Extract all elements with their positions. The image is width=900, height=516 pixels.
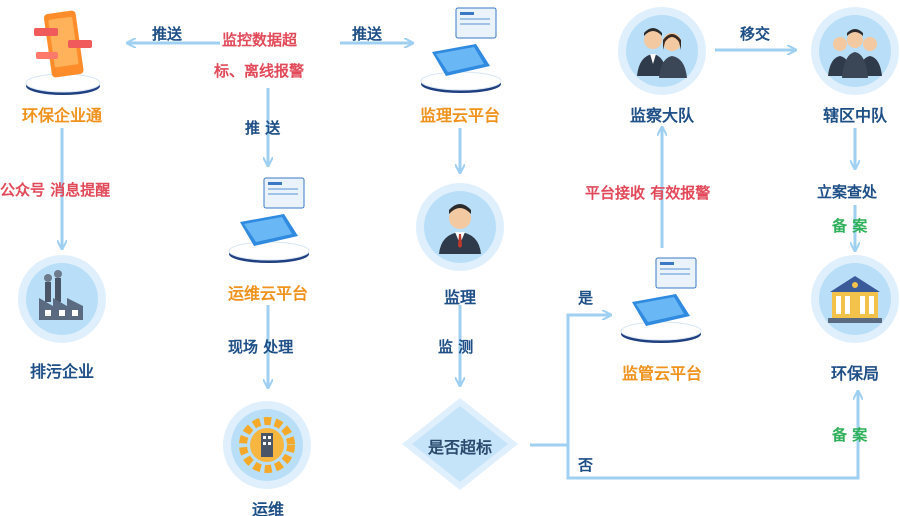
team-group-icon — [810, 6, 900, 96]
gear-building-icon — [222, 400, 312, 490]
label-push-down: 推 送 — [245, 119, 281, 137]
label-transfer: 移交 — [740, 25, 771, 43]
node-hbqyt: 环保企业通 — [21, 106, 103, 125]
label-no: 否 — [578, 456, 594, 474]
label-gzh-notice: 公众号 消息提醒 — [0, 181, 111, 199]
factory-icon — [17, 254, 107, 344]
decision-diamond — [400, 396, 520, 492]
label-onsite: 现场 处理 — [228, 338, 294, 356]
team-pair-icon — [617, 6, 707, 96]
node-jgypt: 监管云平台 — [621, 364, 703, 383]
label-yes: 是 — [578, 289, 594, 307]
label-push-right: 推送 — [352, 25, 383, 43]
label-record-2: 备 案 — [832, 426, 868, 444]
node-jlypt: 监理云平台 — [419, 106, 501, 125]
node-pwqy: 排污企业 — [29, 362, 95, 381]
label-alarm-line2: 标、离线报警 — [214, 62, 305, 80]
label-push-left: 推送 — [152, 25, 183, 43]
label-record-1: 备 案 — [832, 217, 868, 235]
node-xqzd: 辖区中队 — [822, 106, 888, 125]
node-hbj: 环保局 — [830, 364, 880, 383]
node-jl: 监理 — [443, 288, 477, 307]
label-monitor: 监 测 — [438, 338, 474, 356]
node-jcdd: 监察大队 — [629, 106, 695, 125]
label-case-handle: 立案查处 — [817, 183, 878, 201]
label-alarm-line1: 监控数据超 — [222, 31, 298, 49]
cloud-platform-icon — [418, 4, 504, 94]
supervisor-person-icon — [415, 182, 505, 272]
node-yw: 运维 — [251, 500, 285, 516]
cloud-platform-icon — [618, 254, 704, 344]
cloud-platform-icon — [226, 174, 312, 264]
edge-sfcb-yes-to-jgypt — [530, 315, 610, 447]
node-sfcb: 是否超标 — [427, 438, 493, 457]
node-ywypt: 运维云平台 — [227, 284, 309, 303]
edge-sfcb-no-to-hbj — [566, 392, 858, 480]
mobile-app-icon — [24, 6, 102, 96]
government-building-icon — [810, 254, 900, 344]
label-platform-receive: 平台接收 有效报警 — [585, 184, 711, 202]
